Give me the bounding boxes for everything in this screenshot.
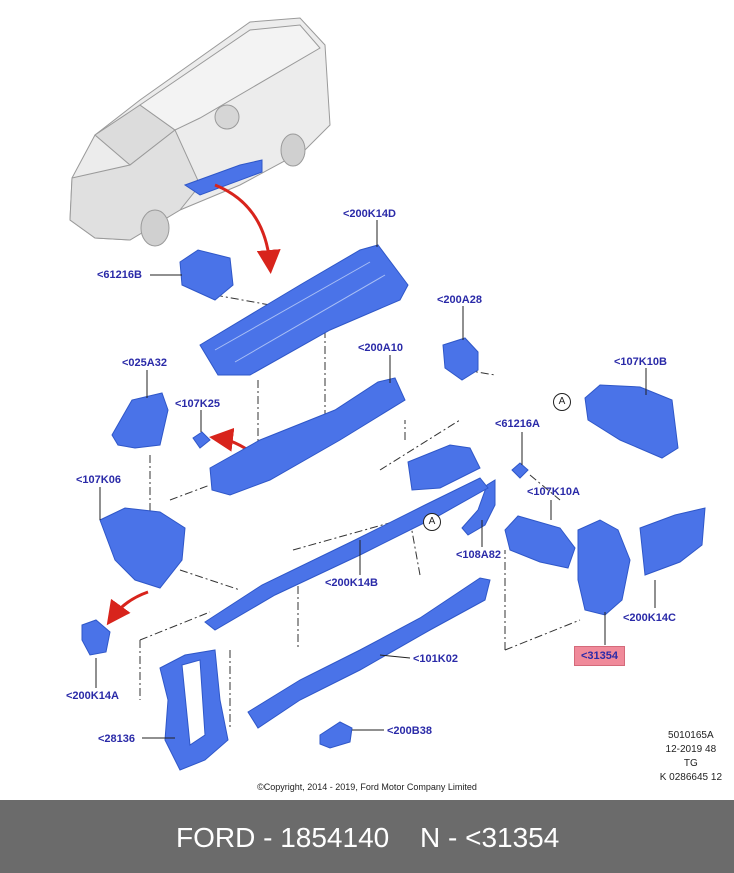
part-101K02 xyxy=(247,577,491,729)
label-200A28: <200A28 xyxy=(437,294,482,306)
label-108A82: <108A82 xyxy=(456,549,501,561)
part-108A82 xyxy=(461,479,496,536)
footer-item-number: N - <31354 xyxy=(420,822,560,853)
part-61216A xyxy=(511,462,529,479)
meta-code: 5010165A xyxy=(668,730,714,741)
part-107K10B xyxy=(584,384,679,459)
label-107K06: <107K06 xyxy=(76,474,121,486)
label-61216B: <61216B xyxy=(97,269,142,281)
label-107K10B: <107K10B xyxy=(614,356,667,368)
part-200A10 xyxy=(209,377,406,496)
part-107K25 xyxy=(192,431,211,449)
meta-date: 12-2019 48 xyxy=(665,744,717,755)
footer-part-number: FORD - 1854140 xyxy=(176,822,390,853)
parts xyxy=(81,244,706,771)
label-200K14B: <200K14B xyxy=(325,577,378,589)
label-200K14A: <200K14A xyxy=(66,690,119,702)
label-101K02: <101K02 xyxy=(413,653,458,665)
label-61216A: <61216A xyxy=(495,418,540,430)
label-28136: <28136 xyxy=(98,733,136,745)
part-200B38 xyxy=(319,721,353,749)
label-107K25: <107K25 xyxy=(175,398,220,410)
footer-bar: FORD - 1854140 N - <31354 xyxy=(0,800,734,873)
diagram-meta: 5010165A 12-2019 48 TG K 0286645 12 xyxy=(660,729,722,785)
part-107K06 xyxy=(99,507,186,589)
label-025A32: <025A32 xyxy=(122,357,167,369)
copyright-text: ©Copyright, 2014 - 2019, Ford Motor Comp… xyxy=(257,782,477,792)
meta-ref: K 0286645 12 xyxy=(659,772,722,783)
part-center-tray xyxy=(407,444,481,491)
part-200K14A xyxy=(81,619,111,656)
part-107K10A xyxy=(504,515,576,569)
label-107K10A: <107K10A xyxy=(527,486,580,498)
part-025A32 xyxy=(111,392,169,449)
callout-a-top: A xyxy=(553,393,571,411)
label-200K14D: <200K14D xyxy=(343,208,396,220)
label-200A10: <200A10 xyxy=(358,342,403,354)
label-31354: <31354 xyxy=(574,646,626,666)
part-200K14D xyxy=(199,244,409,376)
part-200K14C xyxy=(639,507,706,576)
parts-diagram xyxy=(69,17,706,771)
part-200K14B xyxy=(204,477,489,631)
label-leaders xyxy=(95,220,656,739)
van-illustration xyxy=(69,17,331,247)
part-61216B xyxy=(179,249,234,301)
part-200A28 xyxy=(442,337,479,381)
label-200B38: <200B38 xyxy=(387,725,432,737)
label-200K14C: <200K14C xyxy=(623,612,676,624)
callout-a-middle: A xyxy=(423,513,441,531)
part-31354 xyxy=(577,519,631,616)
meta-model: TG xyxy=(683,758,698,769)
